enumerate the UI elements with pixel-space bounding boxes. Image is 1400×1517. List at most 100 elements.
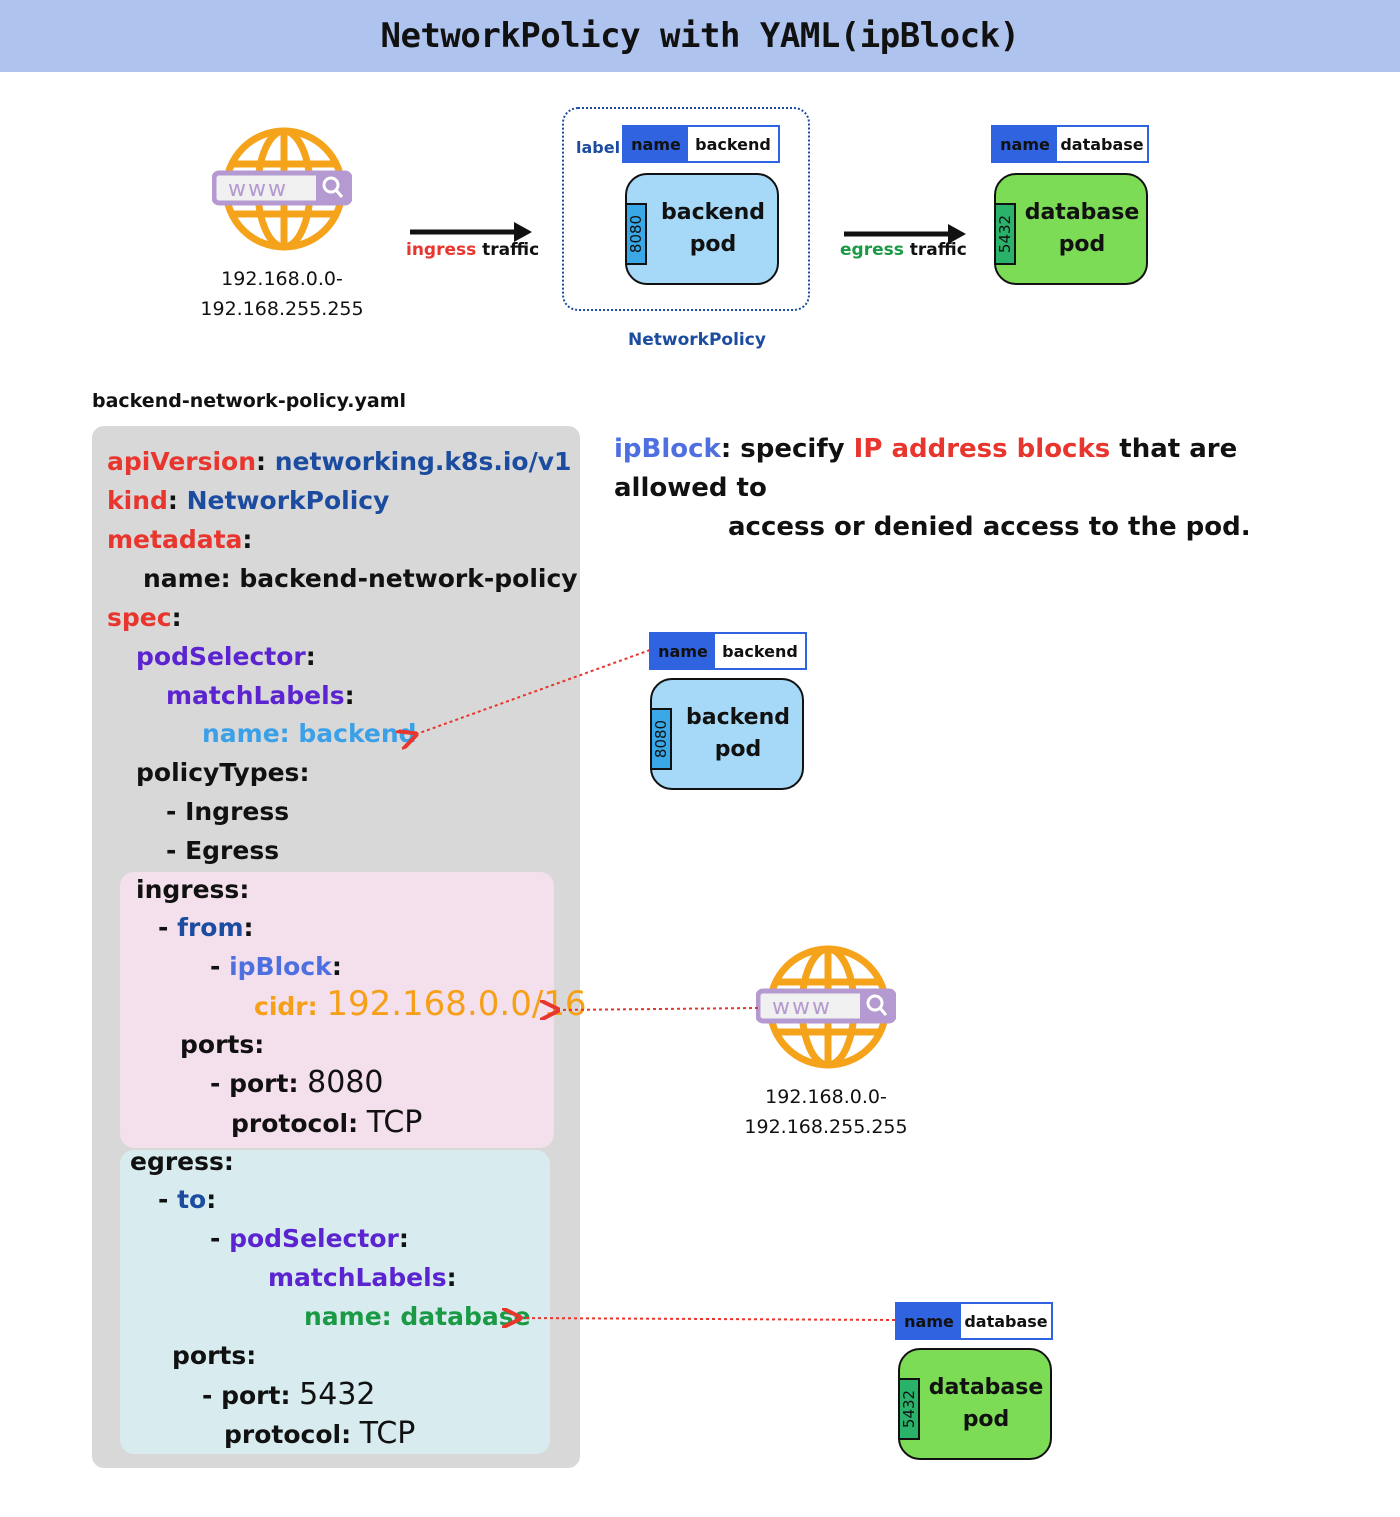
yaml-line-port-egress: - port: 5432	[202, 1377, 376, 1412]
label-key: name	[993, 127, 1057, 161]
podselector-key: podSelector	[229, 1224, 399, 1253]
ingress-word: ingress	[406, 240, 477, 260]
port-number: 5432	[900, 1389, 918, 1429]
yaml-line-cidr: cidr: 192.168.0.0/16	[254, 987, 587, 1023]
yaml-line-podselector-egress: - podSelector:	[210, 1224, 409, 1253]
egress-traffic-label: egress traffic	[840, 240, 967, 260]
match-backend-value: name: backend	[202, 719, 417, 748]
kind-value: NetworkPolicy	[186, 486, 390, 515]
ip-range-line2: 192.168.255.255	[744, 1116, 908, 1138]
ingress-traffic-label: ingress traffic	[406, 240, 539, 260]
yaml-line-spec: spec:	[107, 603, 182, 632]
label-value: backend	[695, 134, 771, 154]
pod-name-line2: pod	[962, 1407, 1010, 1432]
ports-key: ports	[180, 1030, 255, 1059]
pod-name-line1: database	[1024, 200, 1140, 225]
yaml-line-protocol-ingress: protocol: TCP	[231, 1105, 423, 1140]
yaml-line-to: - to:	[158, 1185, 217, 1214]
yaml-line-match-backend: name: backend	[202, 718, 417, 750]
globe-icon: www	[212, 127, 352, 251]
egress-arrow	[844, 224, 966, 244]
pod-name: backend pod	[678, 702, 798, 766]
port-badge: 8080	[625, 203, 647, 265]
yaml-line-protocol-egress: protocol: TCP	[224, 1416, 416, 1451]
ip-range-line1: 192.168.0.0-	[765, 1086, 887, 1108]
yaml-line-ipblock: - ipBlock:	[210, 952, 342, 981]
yaml-line-ports-ingress: ports:	[180, 1030, 265, 1059]
yaml-line-matchlabels-egress: matchLabels:	[268, 1263, 457, 1292]
label-value: database	[1060, 134, 1144, 154]
match-database-value: name: database	[304, 1302, 531, 1331]
to-key: to	[177, 1185, 207, 1214]
description-part1: specify	[740, 434, 845, 464]
port-value: 8080	[307, 1065, 384, 1100]
port-number: 5432	[996, 214, 1014, 254]
backend-pod: 8080 backend pod	[625, 173, 779, 285]
title-banner: NetworkPolicy with YAML(ipBlock)	[0, 0, 1400, 72]
matchlabels-key: matchLabels	[268, 1263, 447, 1292]
protocol-value: TCP	[366, 1105, 423, 1140]
yaml-line-egress: egress:	[130, 1147, 234, 1176]
egress-key: egress	[130, 1147, 224, 1176]
yaml-line-apiversion: apiVersion: networking.k8s.io/v1	[107, 447, 572, 476]
pod-name: database pod	[1022, 197, 1142, 261]
pod-name: backend pod	[653, 197, 773, 261]
label-key: name	[624, 127, 688, 161]
cidr-key: cidr:	[254, 992, 318, 1021]
yaml-line-name: name: backend-network-policy	[143, 564, 578, 593]
pod-name-line1: database	[928, 1375, 1044, 1400]
ip-range-mid: 192.168.0.0- 192.168.255.255	[726, 1082, 926, 1142]
backend-pod-mid: 8080 backend pod	[650, 678, 804, 790]
database-label-tag-bottom: name database	[895, 1302, 1053, 1340]
ip-range-top: 192.168.0.0- 192.168.255.255	[182, 264, 382, 324]
description-line2: access or denied access to the pod.	[728, 512, 1251, 542]
metadata-key: metadata	[107, 525, 243, 554]
yaml-line-policy-ingress: - Ingress	[166, 797, 290, 826]
port-value: 5432	[299, 1377, 376, 1412]
yaml-line-ports-egress: ports:	[172, 1341, 257, 1370]
apiversion-value: networking.k8s.io/v1	[274, 447, 572, 476]
database-label-tag: name database	[991, 125, 1149, 163]
from-key: from	[177, 913, 244, 942]
ingress-section-panel	[120, 872, 554, 1148]
label-value: backend	[722, 641, 798, 661]
networkpolicy-boundary	[562, 107, 810, 311]
label-key: name	[651, 634, 715, 668]
port-number: 8080	[652, 719, 670, 759]
pod-name-line2: pod	[714, 737, 762, 762]
ingress-arrow	[410, 222, 532, 242]
ports-key: ports	[172, 1341, 247, 1370]
yaml-filename: backend-network-policy.yaml	[92, 390, 407, 412]
traffic-word: traffic	[482, 240, 540, 260]
label-word: label	[576, 138, 621, 157]
pod-name: database pod	[926, 1372, 1046, 1436]
port-number: 8080	[627, 214, 645, 254]
spec-key: spec	[107, 603, 172, 632]
ingress-key: ingress	[136, 875, 240, 904]
www-text: www	[772, 995, 832, 1020]
apiversion-key: apiVersion	[107, 447, 257, 476]
label-value: database	[964, 1311, 1048, 1331]
protocol-key: protocol	[224, 1420, 342, 1449]
pod-name-line2: pod	[1058, 232, 1106, 257]
backend-label-tag: name backend	[622, 125, 780, 163]
ip-range-line2: 192.168.255.255	[200, 298, 364, 320]
yaml-line-ingress: ingress:	[136, 875, 250, 904]
ipblock-key: ipBlock	[229, 952, 332, 981]
yaml-line-kind: kind: NetworkPolicy	[107, 486, 390, 515]
egress-section-panel	[120, 1150, 550, 1454]
ip-range-line1: 192.168.0.0-	[221, 268, 343, 290]
traffic-word: traffic	[909, 240, 967, 260]
port-key: port	[221, 1381, 281, 1410]
yaml-line-metadata: metadata:	[107, 525, 253, 554]
kind-key: kind	[107, 486, 168, 515]
globe-icon: www	[756, 945, 896, 1069]
yaml-line-policy-egress: - Egress	[166, 836, 280, 865]
page-title: NetworkPolicy with YAML(ipBlock)	[380, 16, 1020, 56]
pod-name-line1: backend	[685, 705, 790, 730]
yaml-line-match-database: name: database	[304, 1301, 531, 1333]
yaml-line-port-ingress: - port: 8080	[210, 1065, 384, 1100]
yaml-line-policytypes: policyTypes:	[136, 758, 310, 787]
protocol-value: TCP	[359, 1416, 416, 1451]
backend-label-tag-mid: name backend	[649, 632, 807, 670]
